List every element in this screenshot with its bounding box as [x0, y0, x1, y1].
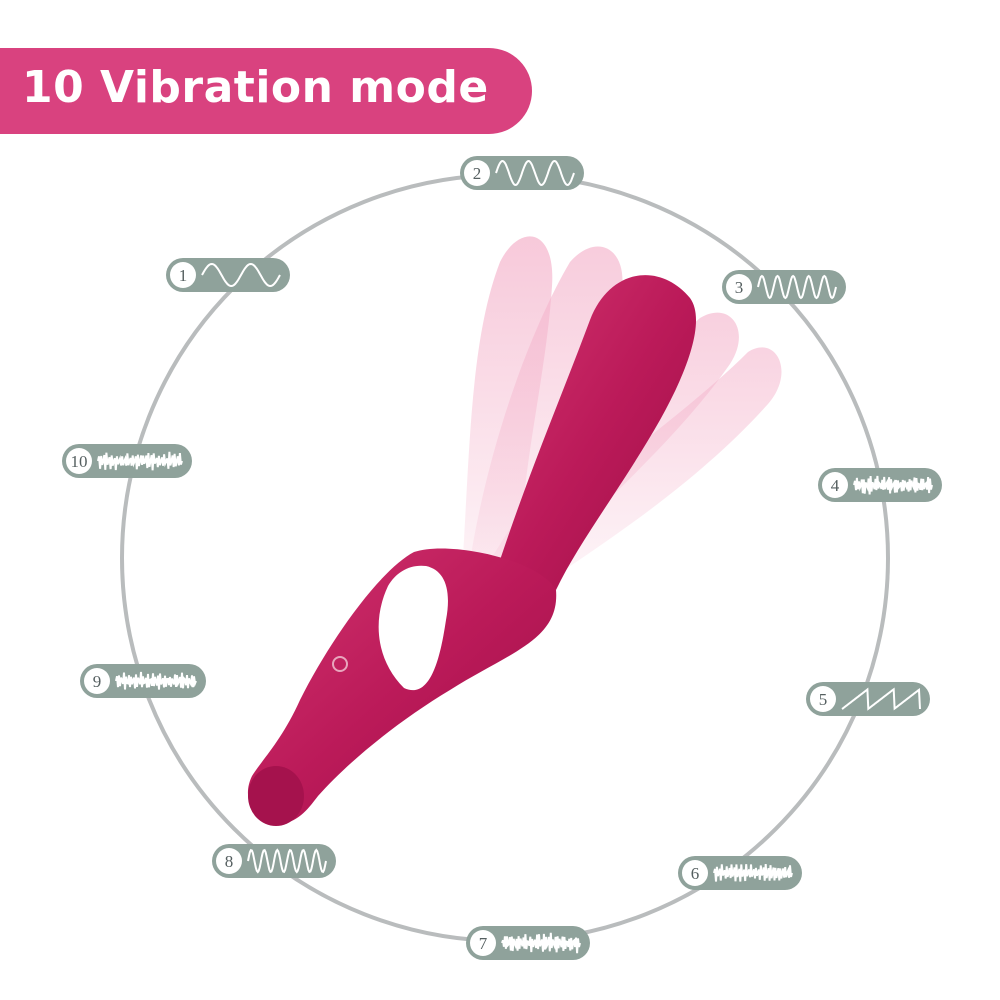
- wave-pattern-icon: [115, 671, 197, 690]
- ghost-shaft-2: [468, 246, 623, 574]
- mode-number: 7: [479, 934, 488, 953]
- mode-number-badge: [170, 262, 196, 288]
- mode-pill-7: 7: [466, 926, 590, 960]
- mode-pill-6: 6: [678, 856, 802, 890]
- product-handle: [247, 548, 557, 825]
- title-banner: 10 Vibration mode: [0, 48, 532, 134]
- mode-number: 3: [735, 278, 744, 297]
- mode-number-badge: [822, 472, 848, 498]
- wave-pattern-icon: [247, 848, 327, 874]
- mode-number-badge: [216, 848, 242, 874]
- wave-pattern-icon: [97, 451, 183, 471]
- mode-number: 1: [179, 266, 188, 285]
- mode-number-badge: [66, 448, 92, 474]
- mode-number-badge: [470, 930, 496, 956]
- mode-number: 9: [93, 672, 102, 691]
- mode-pill-3: 3: [722, 270, 846, 304]
- wave-pattern-icon: [757, 274, 837, 300]
- mode-number-badge: [682, 860, 708, 886]
- control-button[interactable]: [378, 565, 448, 691]
- wave-pattern-icon: [713, 864, 793, 882]
- power-icon[interactable]: [332, 656, 348, 672]
- mode-number-badge: [84, 668, 110, 694]
- wave-pattern-icon: [841, 687, 921, 711]
- mode-pill-8: 8: [212, 844, 336, 878]
- wave-pattern-icon: [495, 159, 575, 187]
- mode-pill-5: 5: [806, 682, 930, 716]
- wave-pattern-icon: [201, 262, 281, 288]
- mode-pill-4: 4: [818, 468, 942, 502]
- product-body: [247, 275, 697, 826]
- mode-pill-9: 9: [80, 664, 206, 698]
- mode-number: 2: [473, 164, 482, 183]
- page-title: 10 Vibration mode: [22, 62, 489, 113]
- mode-number: 8: [225, 852, 234, 871]
- mode-number: 5: [819, 690, 828, 709]
- mode-pill-2: 2: [460, 156, 584, 190]
- product-tip: [248, 766, 304, 826]
- mode-pill-1: 1: [166, 258, 290, 292]
- mode-number-badge: [464, 160, 490, 186]
- product-shaft: [500, 275, 697, 590]
- wave-pattern-icon: [853, 475, 933, 495]
- mode-pill-background: [166, 258, 290, 292]
- mode-pills: 1 2 3 4 5 6 7 8 9 10: [62, 156, 942, 960]
- mode-number: 6: [691, 864, 700, 883]
- mode-number-badge: [726, 274, 752, 300]
- mode-number-badge: [810, 686, 836, 712]
- wave-pattern-icon: [501, 932, 581, 954]
- mode-number: 4: [831, 476, 840, 495]
- mode-number: 10: [71, 452, 88, 471]
- mode-pill-10: 10: [62, 444, 192, 478]
